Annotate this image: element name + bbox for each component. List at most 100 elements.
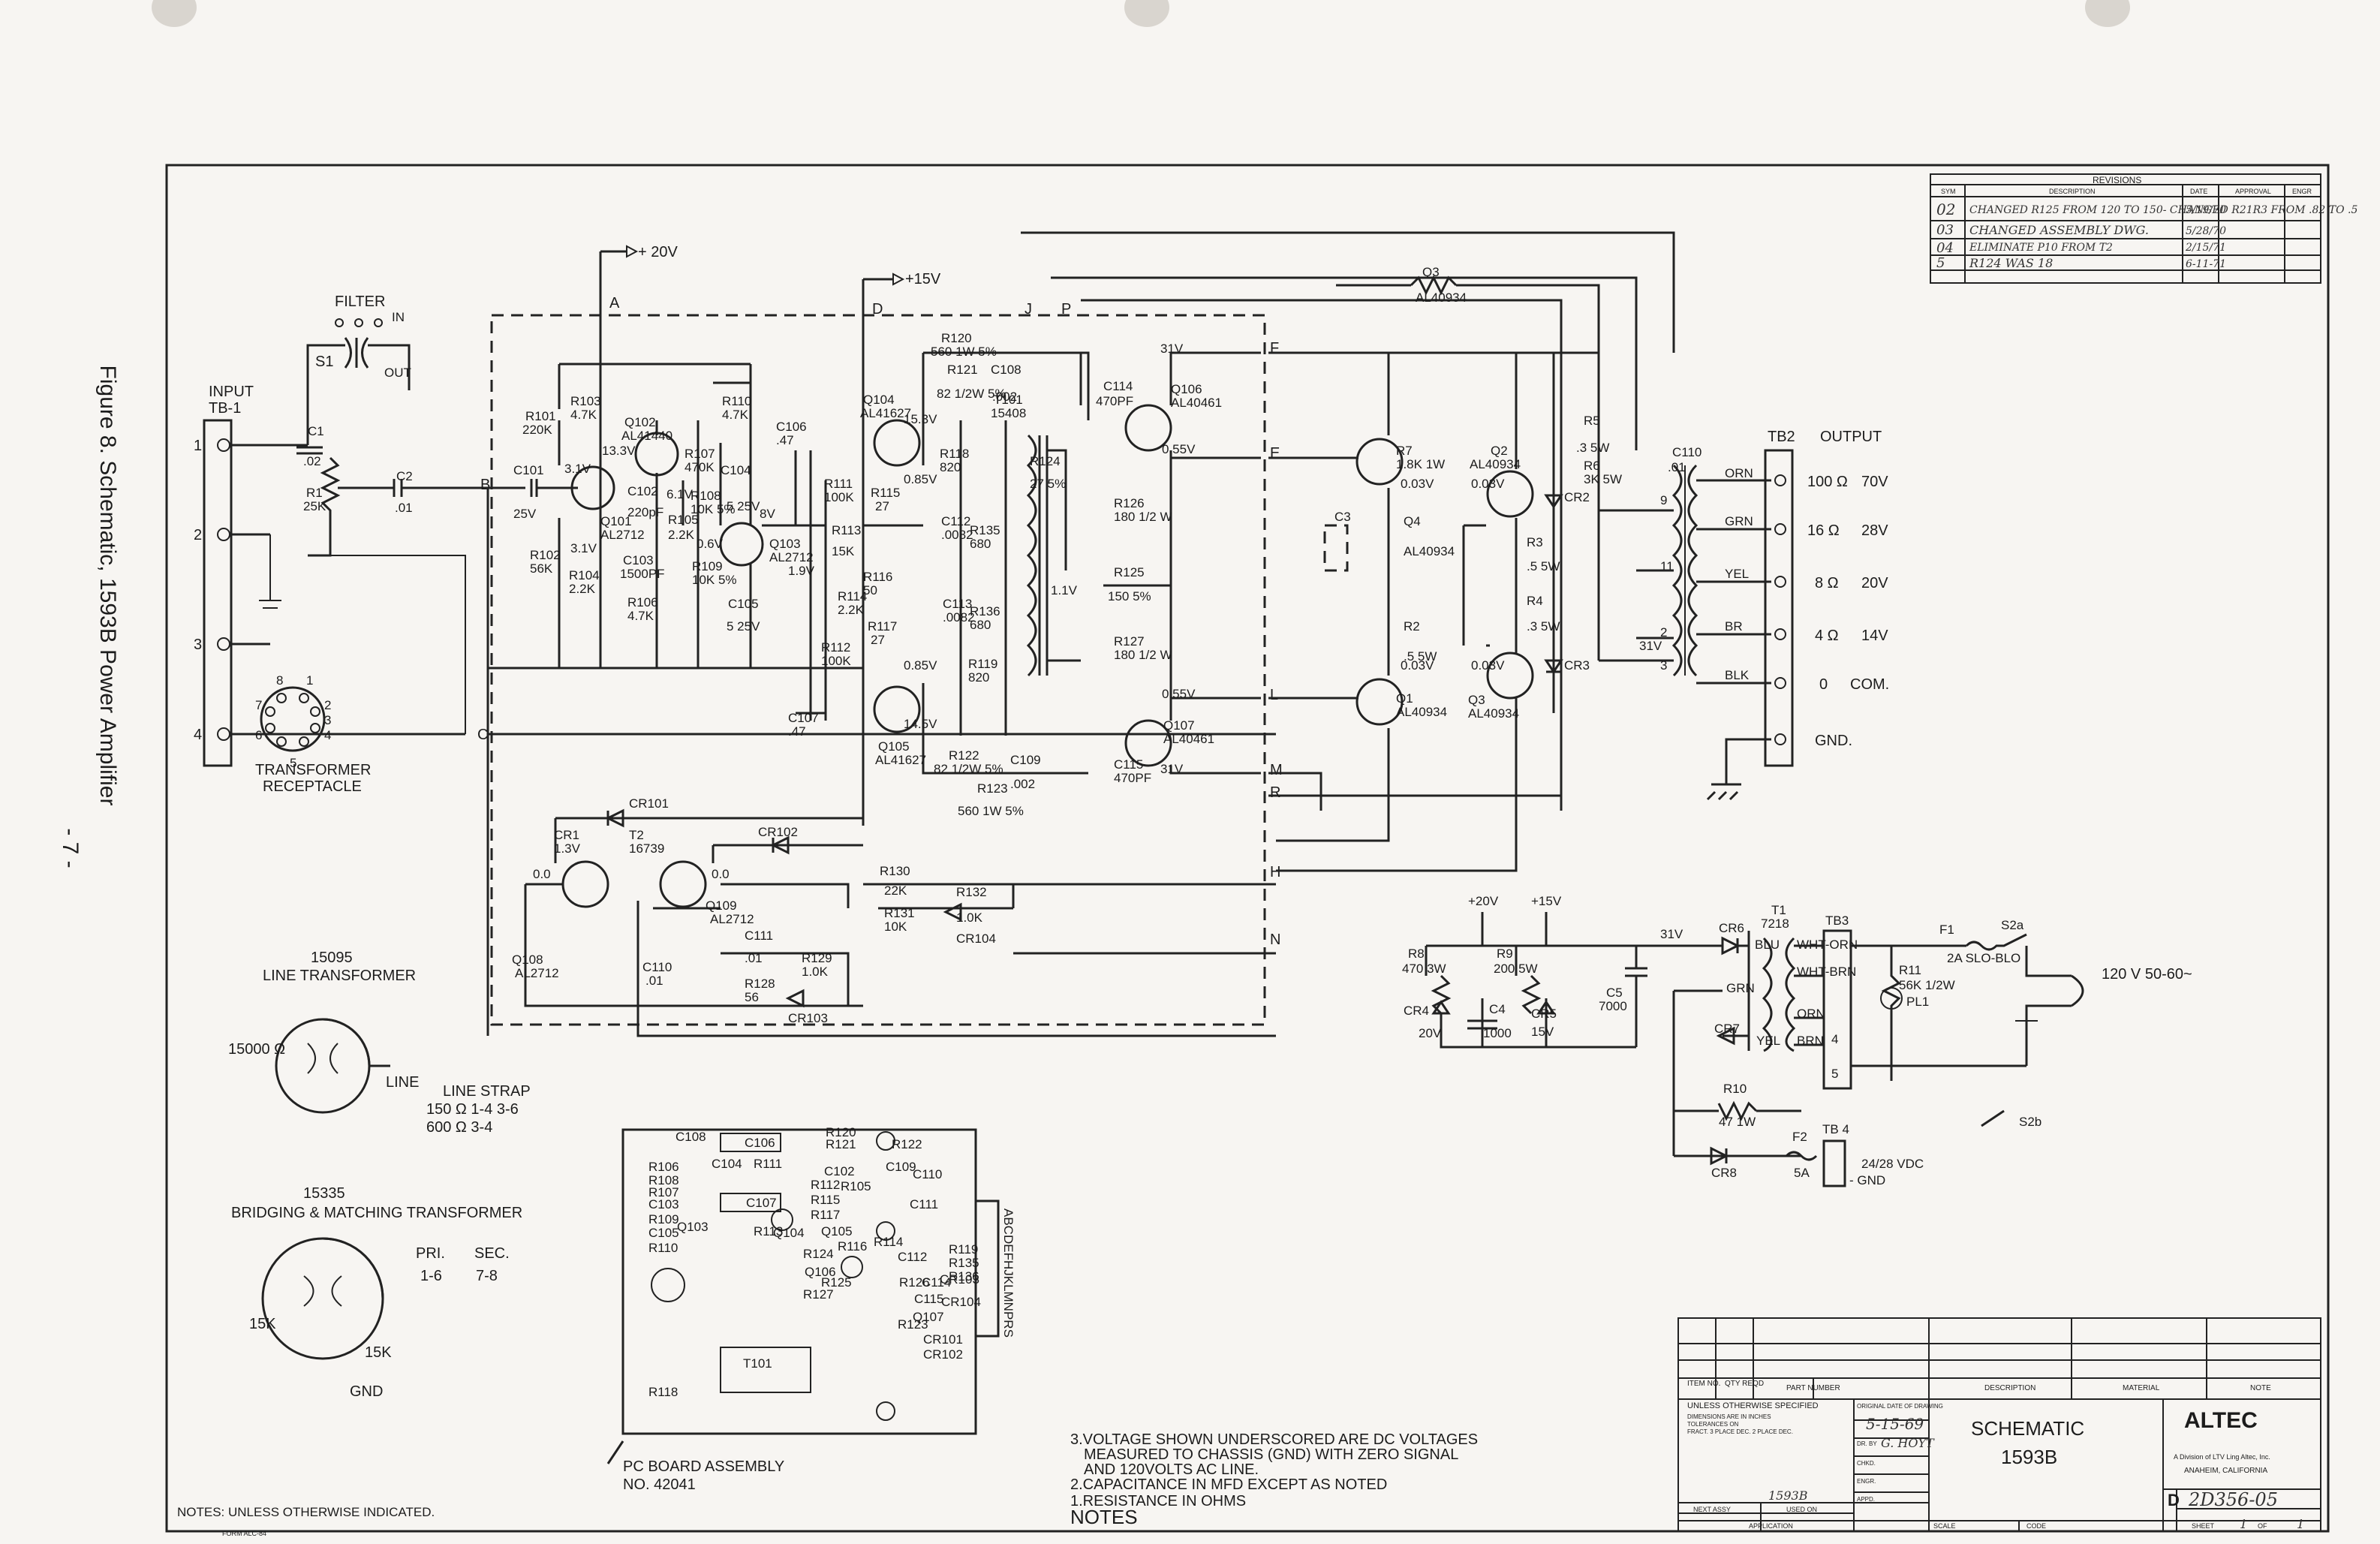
- c1-label: C1: [308, 424, 324, 438]
- svg-text:R8: R8: [1408, 947, 1425, 961]
- svg-text:7218: 7218: [1761, 916, 1789, 931]
- svg-text:3.1V: 3.1V: [564, 462, 591, 476]
- svg-text:3: 3: [324, 713, 331, 727]
- svg-text:.002: .002: [992, 390, 1017, 404]
- svg-text:R117: R117: [811, 1208, 840, 1222]
- tb1-terminal-block: [203, 419, 233, 767]
- svg-text:47 1W: 47 1W: [1719, 1115, 1756, 1129]
- svg-text:R122: R122: [892, 1137, 922, 1151]
- c2-label: C2: [396, 469, 413, 483]
- svg-text:15K: 15K: [832, 544, 855, 558]
- c2-value: .01: [395, 501, 413, 515]
- svg-text:.3 5W: .3 5W: [1576, 441, 1609, 455]
- svg-text:4.7K: 4.7K: [627, 609, 654, 623]
- svg-text:C115: C115: [1114, 757, 1143, 772]
- connector-d: D: [872, 301, 883, 318]
- svg-text:15.3V: 15.3V: [904, 412, 937, 426]
- svg-text:C3: C3: [1334, 510, 1351, 524]
- svg-text:DESCRIPTION: DESCRIPTION: [1984, 1384, 2035, 1392]
- svg-text:3: 3: [1660, 658, 1667, 673]
- svg-text:MEASURED TO CHASSIS (GND) WITH: MEASURED TO CHASSIS (GND) WITH ZERO SIGN…: [1084, 1446, 1458, 1463]
- svg-text:Q104: Q104: [863, 393, 895, 407]
- svg-text:R112: R112: [811, 1178, 840, 1192]
- svg-text:CR8: CR8: [1711, 1166, 1737, 1180]
- svg-text:APPD.: APPD.: [1857, 1496, 1875, 1503]
- svg-text:15V: 15V: [1531, 1025, 1554, 1039]
- svg-text:04: 04: [1936, 240, 1954, 256]
- svg-text:DR. BY: DR. BY: [1857, 1440, 1877, 1447]
- svg-text:AL40461: AL40461: [1171, 396, 1222, 410]
- svg-text:0.6V: 0.6V: [697, 537, 724, 551]
- svg-text:PART NUMBER: PART NUMBER: [1786, 1384, 1840, 1392]
- svg-text:T101: T101: [994, 393, 1023, 407]
- svg-text:CODE: CODE: [2026, 1522, 2046, 1530]
- svg-text:D: D: [2168, 1491, 2180, 1509]
- tap-v-2: 28V: [1861, 522, 1888, 539]
- svg-text:150 Ω 1-4 3-6: 150 Ω 1-4 3-6: [426, 1101, 519, 1118]
- pc-board-assembly: ABCDEFHJKLMNPRS T101 C108 C106 R120 R121…: [606, 1125, 1015, 1493]
- svg-text:R118: R118: [940, 447, 969, 461]
- svg-text:5/19/70: 5/19/70: [2186, 204, 2226, 216]
- tap-imp-4: 4 Ω: [1815, 628, 1839, 644]
- svg-text:NOTES: UNLESS OTHERWISE INDICA: NOTES: UNLESS OTHERWISE INDICATED.: [177, 1505, 435, 1519]
- dc-voltages: 3.1V 13.3V 3.1V 6.1V 0.6V 8V 1.9V 15.3V …: [533, 342, 1662, 881]
- tb4-terminal-block: [1822, 1139, 1846, 1187]
- svg-text:C110: C110: [913, 1167, 942, 1181]
- connector-a: A: [609, 295, 620, 312]
- svg-text:470PF: 470PF: [1114, 771, 1151, 785]
- filter-title: FILTER: [335, 293, 385, 310]
- svg-text:AL40934: AL40934: [1396, 705, 1447, 719]
- svg-text:R103: R103: [570, 394, 601, 408]
- svg-text:BR: BR: [1725, 619, 1743, 634]
- svg-text:AL2712: AL2712: [710, 912, 754, 926]
- pc-board-boundary: [490, 314, 1266, 1026]
- svg-text:0.03V: 0.03V: [1471, 658, 1505, 673]
- revisions-table: REVISIONS SYM DESCRIPTION DATE APPROVAL …: [1930, 173, 2357, 284]
- svg-text:LINE: LINE: [386, 1074, 419, 1091]
- receptacle-label-2: RECEPTACLE: [263, 778, 362, 795]
- svg-text:Q103: Q103: [677, 1220, 709, 1234]
- drawing-border: [165, 164, 2330, 1533]
- output-stage: Q3 AL40934 C110 .01 9 11 2 3: [1268, 265, 1771, 872]
- svg-text:C4: C4: [1489, 1002, 1506, 1016]
- svg-text:Q3: Q3: [1468, 693, 1485, 707]
- svg-text:5-15-69: 5-15-69: [1866, 1415, 1924, 1433]
- svg-text:R113: R113: [832, 523, 861, 537]
- svg-text:31V: 31V: [1160, 342, 1184, 356]
- connector-c: C: [477, 727, 488, 743]
- svg-text:SHEET: SHEET: [2192, 1522, 2215, 1530]
- svg-text:CR6: CR6: [1719, 921, 1744, 935]
- svg-text:.5 5W: .5 5W: [1404, 649, 1437, 664]
- svg-text:R114: R114: [838, 589, 867, 603]
- svg-text:1.9V: 1.9V: [788, 564, 815, 578]
- svg-text:R2: R2: [1404, 619, 1420, 634]
- svg-text:R122: R122: [949, 748, 979, 763]
- svg-text:SCALE: SCALE: [1933, 1522, 1956, 1530]
- svg-text:27 5%: 27 5%: [1030, 477, 1066, 491]
- q103-transistor: [719, 522, 764, 567]
- svg-text:Q3: Q3: [1422, 265, 1440, 279]
- svg-text:2.2K: 2.2K: [838, 603, 865, 617]
- svg-text:0.03V: 0.03V: [1401, 477, 1434, 491]
- svg-text:APPLICATION: APPLICATION: [1749, 1522, 1793, 1530]
- q1-transistor: [1355, 438, 1404, 486]
- svg-text:470 3W: 470 3W: [1402, 962, 1446, 976]
- svg-text:0.03V: 0.03V: [1401, 658, 1434, 673]
- drawing-title: SCHEMATIC: [1971, 1417, 2084, 1440]
- svg-text:7: 7: [255, 698, 262, 712]
- svg-text:1.0K: 1.0K: [956, 910, 983, 925]
- svg-text:180 1/2 W: 180 1/2 W: [1114, 648, 1172, 662]
- svg-text:BLK: BLK: [1725, 668, 1750, 682]
- title-block: ITEM NO. QTY REQD PART NUMBER DESCRIPTIO…: [1677, 1317, 2321, 1532]
- cr1-diode: [1323, 524, 1349, 572]
- svg-text:LINE STRAP: LINE STRAP: [443, 1083, 531, 1100]
- svg-text:.01: .01: [1668, 460, 1686, 474]
- svg-text:R132: R132: [956, 885, 987, 899]
- svg-text:CR7: CR7: [1714, 1022, 1740, 1036]
- svg-text:AL40934: AL40934: [1468, 706, 1519, 721]
- svg-text:50: 50: [863, 583, 877, 597]
- svg-text:R110: R110: [648, 1241, 678, 1255]
- figure-caption: Figure 8. Schematic, 1593B Power Amplifi…: [95, 366, 120, 806]
- svg-text:S2a: S2a: [2001, 918, 2024, 932]
- filter-section: FILTER IN OUT S1 C1 .02 R1 25K C2 .01: [296, 293, 488, 734]
